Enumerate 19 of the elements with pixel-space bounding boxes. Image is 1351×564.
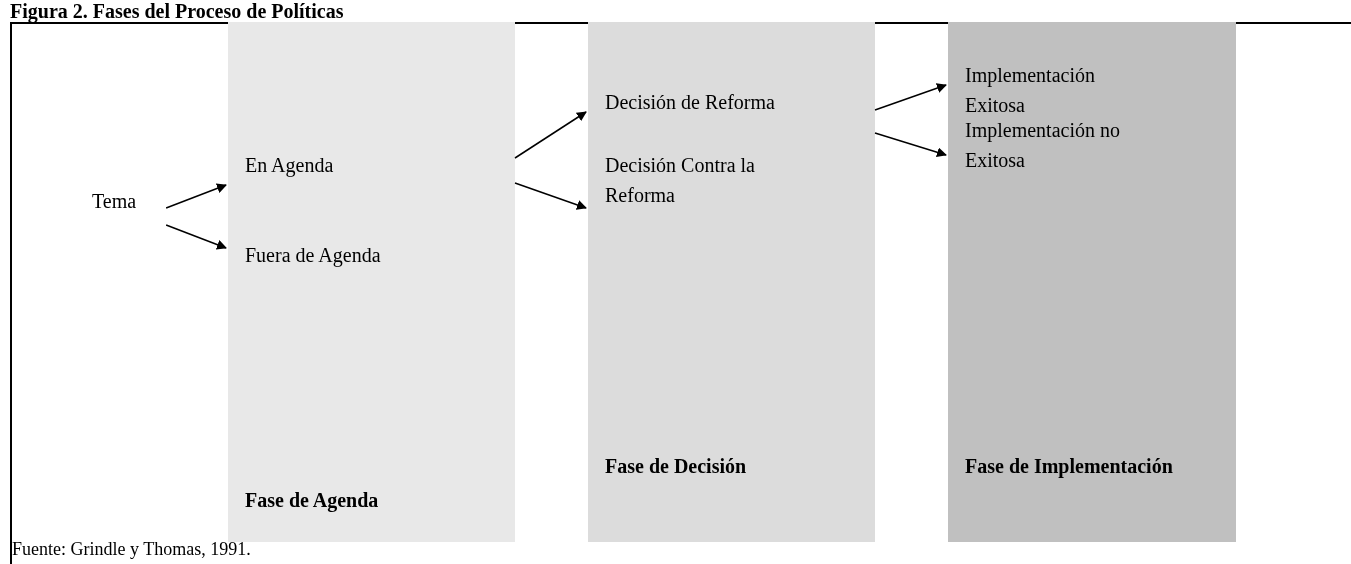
arrow <box>514 111 587 159</box>
phase-heading: Fase de Agenda <box>245 488 380 514</box>
figure-title: Figura 2. Fases del Proceso de Políticas <box>10 0 344 22</box>
arrow <box>874 132 947 158</box>
outcome-label: Fuera de Agenda <box>228 240 515 270</box>
phase-heading: Fase de Decisión <box>605 454 748 479</box>
phase-heading: Fase de Implementación <box>965 454 1174 480</box>
phase-band <box>948 22 1236 542</box>
outcome-label: En Agenda <box>228 150 515 190</box>
outcome-label: Decisión de Reforma <box>588 87 875 137</box>
outcome-label: Decisión Contra la Reforma <box>588 150 875 210</box>
source-caption: Fuente: Grindle y Thomas, 1991. <box>12 538 251 561</box>
arrow <box>165 224 227 250</box>
arrow <box>165 183 227 209</box>
topic-label: Tema <box>92 186 167 228</box>
arrow <box>514 182 587 210</box>
phase-band <box>588 22 875 542</box>
phase-band <box>228 22 515 542</box>
arrow <box>874 83 947 111</box>
